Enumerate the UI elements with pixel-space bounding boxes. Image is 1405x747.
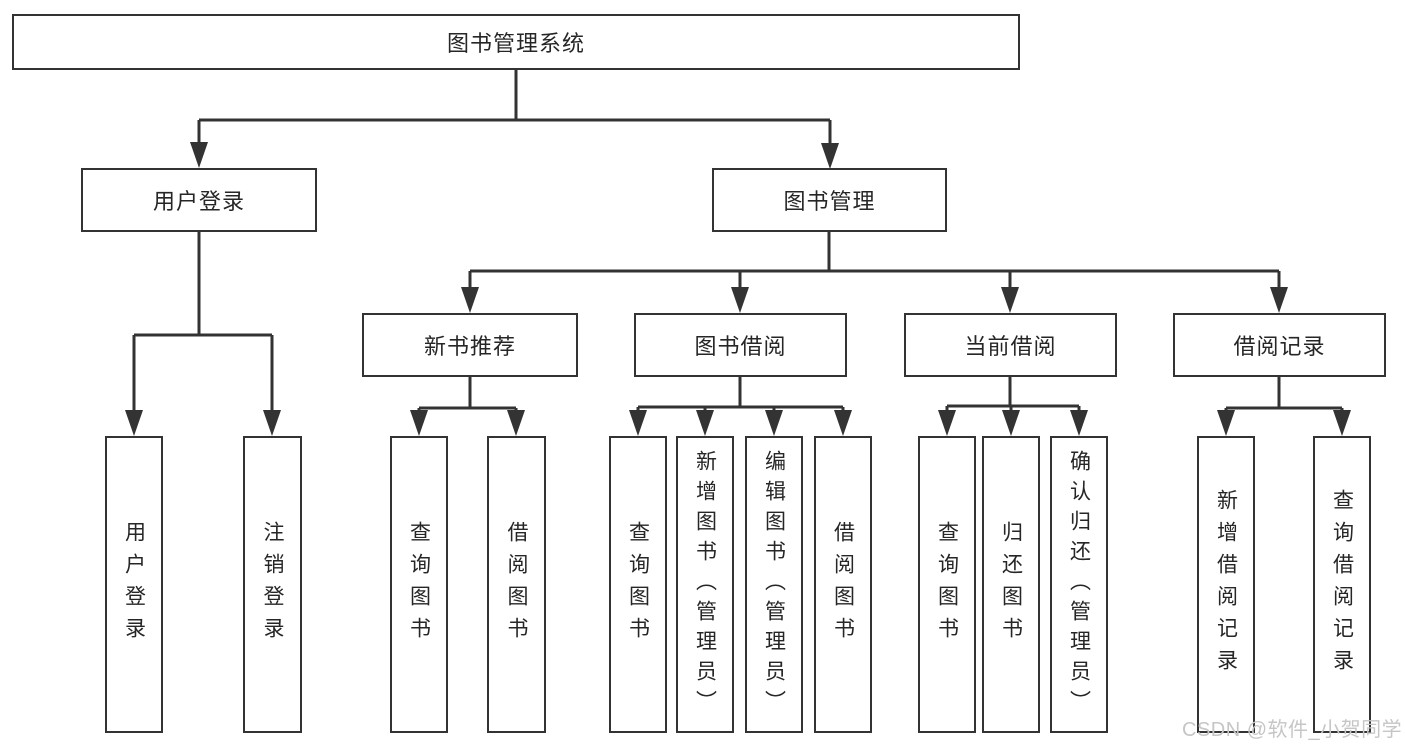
leaf-cb-return-books: 归还图书	[982, 436, 1040, 733]
leaf-bb-add-books-admin: 新增图书（管理员）	[676, 436, 734, 733]
arrowhead	[731, 287, 749, 313]
leaf-br-add-record: 新增借阅记录	[1197, 436, 1255, 733]
arrowhead	[938, 410, 956, 436]
leaf-user-login: 用户登录	[105, 436, 163, 733]
node-user-login-branch-label: 用户登录	[152, 189, 245, 214]
connector-book-management-to-sections	[461, 232, 1288, 313]
leaf-logout: 注销登录	[243, 436, 302, 733]
leaf-cb-confirm-return-admin: 确认归还（管理员）	[1050, 436, 1108, 733]
node-new-book-recommend: 新书推荐	[362, 313, 578, 377]
connector-current-borrowing-to-leaves	[938, 377, 1088, 436]
leaf-br-add-record-label: 新增借阅记录	[1214, 488, 1238, 681]
arrowhead	[410, 410, 428, 436]
leaf-bb-edit-books-admin: 编辑图书（管理员）	[745, 436, 803, 733]
node-book-borrowing: 图书借阅	[634, 313, 847, 377]
leaf-nbr-borrow-books: 借阅图书	[487, 436, 546, 733]
arrowhead	[461, 287, 479, 313]
arrowhead	[834, 410, 852, 436]
leaf-nbr-query-books: 查询图书	[390, 436, 448, 733]
node-book-management-system: 图书管理系统	[12, 14, 1020, 70]
leaf-nbr-query-books-label: 查询图书	[407, 520, 431, 649]
node-current-borrowing-label: 当前借阅	[964, 334, 1057, 359]
arrowhead	[1002, 410, 1020, 436]
leaf-cb-return-books-label: 归还图书	[999, 520, 1023, 649]
arrowhead	[125, 410, 143, 436]
leaf-user-login-label: 用户登录	[122, 520, 146, 649]
connector-book-borrowing-to-leaves	[629, 377, 852, 436]
leaf-bb-query-books-label: 查询图书	[626, 520, 650, 649]
leaf-cb-query-books: 查询图书	[918, 436, 976, 733]
leaf-cb-query-books-label: 查询图书	[935, 520, 959, 649]
leaf-bb-borrow-books: 借阅图书	[814, 436, 872, 733]
node-book-management-branch: 图书管理	[712, 168, 947, 232]
arrowhead	[765, 410, 783, 436]
node-user-login-branch: 用户登录	[81, 168, 317, 232]
connector-borrowing-records-to-leaves	[1217, 377, 1351, 436]
leaf-br-query-record: 查询借阅记录	[1313, 436, 1371, 733]
node-current-borrowing: 当前借阅	[904, 313, 1117, 377]
node-borrowing-records: 借阅记录	[1173, 313, 1386, 377]
watermark: CSDN @软件_小贺同学	[1182, 719, 1403, 741]
leaf-br-query-record-label: 查询借阅记录	[1330, 488, 1354, 681]
arrowhead	[190, 142, 208, 168]
arrowhead	[696, 410, 714, 436]
node-borrowing-records-label: 借阅记录	[1233, 334, 1326, 359]
arrowhead	[1333, 410, 1351, 436]
connector-root-to-level2	[190, 70, 839, 169]
leaf-bb-query-books: 查询图书	[609, 436, 667, 733]
leaf-logout-label: 注销登录	[261, 520, 284, 649]
arrowhead	[263, 410, 281, 436]
connector-new-book-recommend-to-leaves	[410, 377, 525, 436]
connector-user-login-to-leaves	[125, 232, 281, 436]
node-book-borrowing-label: 图书借阅	[694, 334, 787, 359]
arrowhead	[1070, 410, 1088, 436]
leaf-bb-borrow-books-label: 借阅图书	[831, 520, 855, 649]
node-new-book-recommend-label: 新书推荐	[423, 334, 516, 359]
arrowhead	[1217, 410, 1235, 436]
arrowhead	[1270, 287, 1288, 313]
node-book-management-branch-label: 图书管理	[783, 189, 876, 214]
leaf-cb-confirm-return-admin-label: 确认归还（管理员）	[1067, 449, 1091, 720]
arrowhead	[1001, 287, 1019, 313]
leaf-bb-edit-books-admin-label: 编辑图书（管理员）	[762, 449, 786, 720]
node-book-management-system-label: 图书管理系统	[446, 31, 585, 56]
leaf-bb-add-books-admin-label: 新增图书（管理员）	[693, 449, 717, 720]
leaf-nbr-borrow-books-label: 借阅图书	[505, 520, 528, 649]
arrowhead	[507, 410, 525, 436]
arrowhead	[821, 143, 839, 169]
arrowhead	[629, 410, 647, 436]
